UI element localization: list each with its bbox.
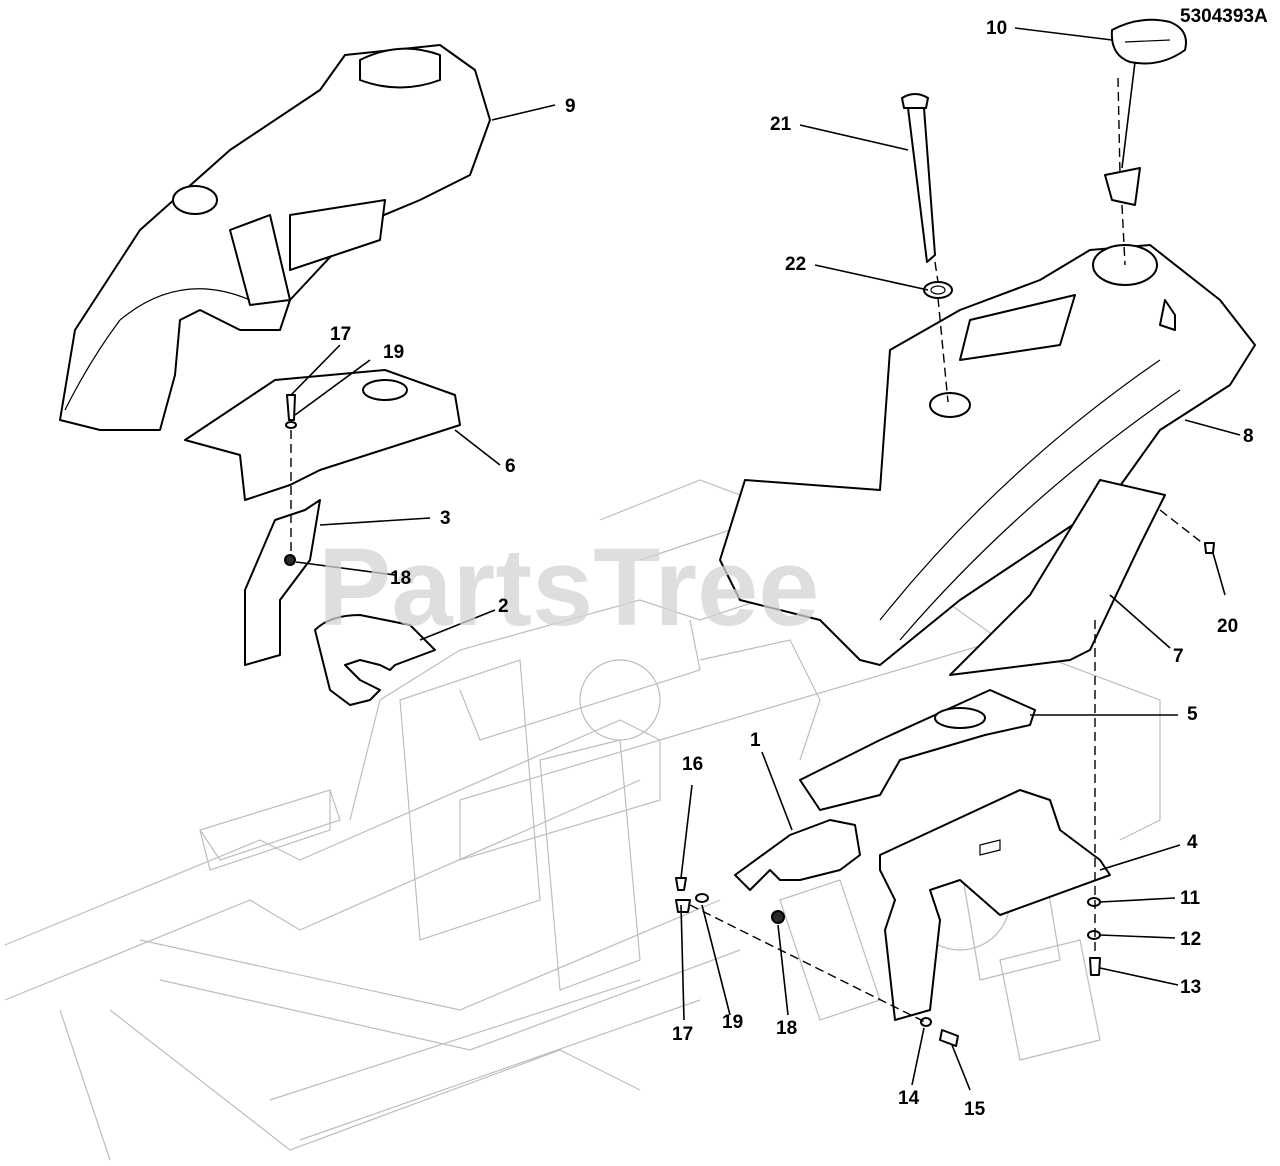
callout-label: 11 — [1180, 888, 1201, 909]
part-2-left-shield — [314, 614, 436, 706]
part-9-body-panel — [59, 44, 491, 431]
leader-lines — [290, 27, 1241, 1091]
callout-label: 1 — [750, 730, 761, 751]
callout-label: 3 — [440, 508, 451, 529]
callout-label: 5 — [1187, 704, 1198, 725]
callout-label: 9 — [565, 96, 576, 117]
callout-label: 21 — [770, 114, 792, 135]
watermark: PartsTree — [318, 526, 819, 649]
callout-label: 22 — [785, 254, 806, 275]
part-4-right-bracket — [879, 789, 1111, 1021]
callout-label: 19 — [383, 342, 404, 363]
part-10-fuel-cap — [1110, 18, 1187, 65]
callout-label: 12 — [1180, 929, 1201, 950]
part-21-fuel-gauge — [901, 93, 936, 263]
callout-label: 10 — [986, 18, 1007, 39]
assembly-lines — [290, 77, 1206, 1023]
callout-label: 19 — [722, 1012, 743, 1033]
callout-label: 6 — [505, 456, 516, 477]
part-6-left-plate — [184, 369, 461, 501]
part-3-left-bracket — [244, 499, 321, 666]
document-id: 5304393A — [1180, 6, 1268, 27]
callout-label: 17 — [330, 324, 351, 345]
fuel-cap-tether — [1104, 167, 1141, 206]
callout-label: 13 — [1180, 977, 1201, 998]
part-18-mounting-block — [284, 554, 785, 924]
callout-label: 18 — [776, 1018, 797, 1039]
part-8-fuel-tank — [719, 244, 1256, 666]
callout-label: 18 — [390, 568, 411, 589]
callout-label: 16 — [682, 754, 703, 775]
callout-label: 14 — [898, 1088, 920, 1109]
callout-label: 8 — [1243, 426, 1254, 447]
callout-label: 17 — [672, 1024, 693, 1045]
part-7-side-panel — [949, 479, 1166, 676]
callout-label: 2 — [498, 596, 509, 617]
callout-label: 20 — [1217, 616, 1238, 637]
callout-label: 7 — [1173, 646, 1184, 667]
part-1-right-shield — [734, 819, 861, 891]
callout-labels: 10 9 21 17 19 22 6 8 3 18 2 20 7 5 1 16 … — [330, 18, 1254, 1120]
hardware — [285, 394, 1215, 1047]
callout-label: 15 — [964, 1099, 986, 1120]
part-22-grommet — [923, 281, 953, 299]
callout-label: 4 — [1187, 832, 1198, 853]
part-5-right-plate — [799, 689, 1036, 811]
